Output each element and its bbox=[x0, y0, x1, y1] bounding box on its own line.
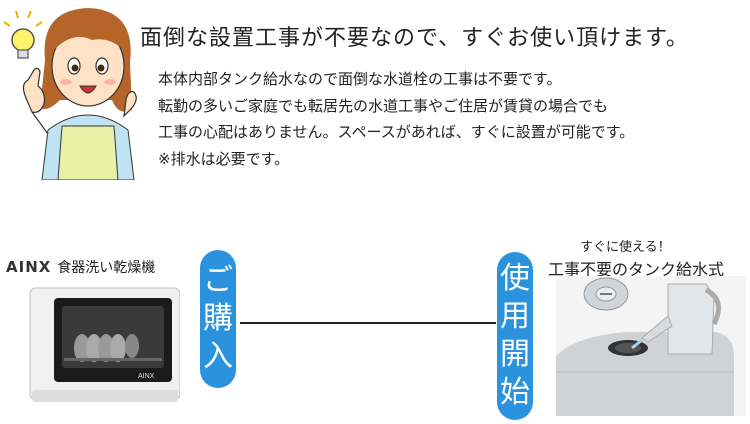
headline: 面倒な設置工事が不要なので、すぐお使い頂けます。 bbox=[140, 26, 689, 51]
start-char: 始 bbox=[500, 375, 530, 410]
panel-logo: AINX bbox=[138, 373, 155, 380]
timeline-connector bbox=[240, 322, 496, 324]
purchase-step-badge: ご 購 入 bbox=[200, 250, 236, 388]
description-text: 本体内部タンク給水なので面倒な水道栓の工事は不要です。 転勤の多いご家庭でも転居… bbox=[158, 66, 634, 172]
purchase-char: 入 bbox=[203, 339, 233, 374]
description-line: 転勤の多いご家庭でも転居先の水道工事やご住居が賃貸の場合でも bbox=[158, 96, 609, 115]
brand-logo: AINX bbox=[6, 258, 52, 276]
dishwasher-image: AINX bbox=[29, 287, 180, 402]
description-line: 工事の心配はありません。スペースがあれば、すぐに設置が可能です。 bbox=[158, 123, 635, 141]
tank-caption-main: 工事不要のタンク給水式 bbox=[548, 260, 725, 279]
start-char: 使 bbox=[500, 261, 530, 296]
purchase-char: 購 bbox=[203, 301, 233, 336]
start-char: 開 bbox=[500, 337, 530, 372]
tank-caption-small: すぐに使える！ bbox=[580, 240, 671, 255]
purchase-char: ご bbox=[203, 263, 233, 298]
product-label: AINX 食器洗い乾燥機 bbox=[6, 257, 155, 277]
water-tank-image bbox=[556, 276, 746, 416]
product-name: 食器洗い乾燥機 bbox=[57, 260, 156, 276]
start-use-step-badge: 使 用 開 始 bbox=[497, 252, 533, 420]
description-line: ※排水は必要です。 bbox=[158, 149, 290, 168]
woman-illustration bbox=[3, 8, 137, 180]
description-line: 本体内部タンク給水なので面倒な水道栓の工事は不要です。 bbox=[158, 70, 562, 88]
start-char: 用 bbox=[500, 299, 530, 334]
lightbulb-icon bbox=[3, 10, 43, 59]
